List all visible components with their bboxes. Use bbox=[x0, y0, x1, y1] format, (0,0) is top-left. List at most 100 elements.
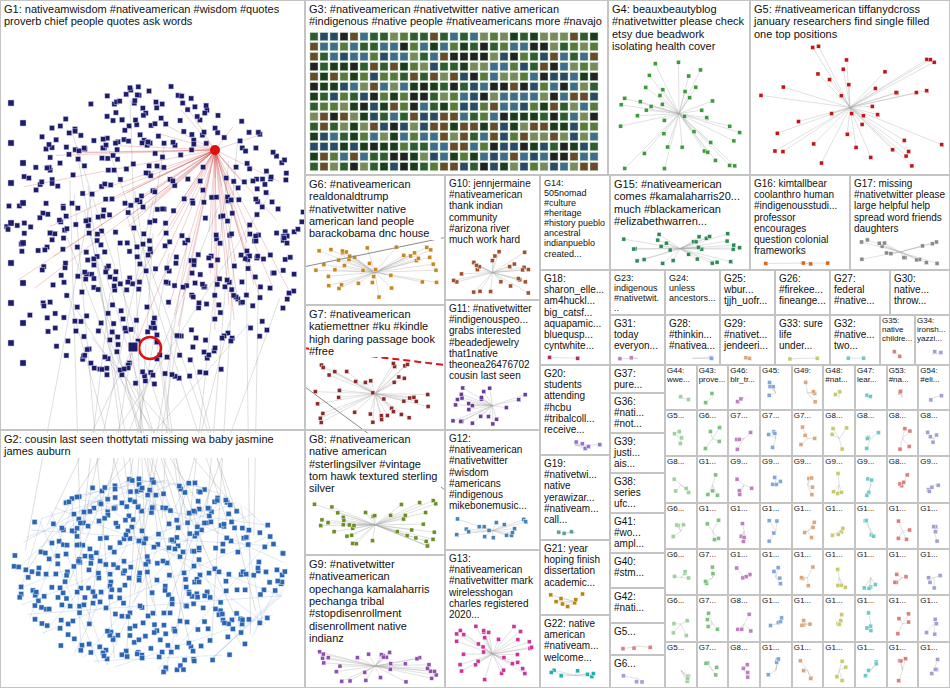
network-vertex bbox=[202, 350, 207, 355]
network-vertex bbox=[127, 626, 132, 631]
network-vertex bbox=[400, 163, 408, 171]
network-vertex bbox=[206, 352, 211, 357]
network-vertex bbox=[246, 528, 251, 533]
network-vertex bbox=[340, 103, 348, 111]
network-vertex bbox=[79, 319, 84, 324]
network-vertex bbox=[136, 504, 141, 509]
network-vertex bbox=[350, 93, 358, 101]
network-vertex bbox=[283, 257, 288, 262]
network-vertex bbox=[390, 43, 398, 51]
network-vertex bbox=[20, 240, 26, 246]
network-vertex bbox=[500, 133, 508, 141]
network-tie bbox=[813, 47, 850, 107]
network-vertex bbox=[160, 559, 165, 564]
network-vertex bbox=[510, 83, 518, 91]
network-vertex bbox=[342, 264, 346, 268]
network-vertex bbox=[390, 103, 398, 111]
network-vertex bbox=[260, 204, 265, 209]
network-tie bbox=[375, 525, 426, 541]
network-vertex bbox=[187, 374, 192, 379]
vertex-cluster bbox=[4, 84, 306, 386]
network-vertex bbox=[326, 521, 330, 525]
network-vertex bbox=[590, 143, 598, 151]
network-vertex bbox=[570, 163, 578, 171]
network-vertex bbox=[257, 620, 262, 625]
network-vertex bbox=[163, 631, 168, 636]
network-vertex bbox=[530, 73, 538, 81]
network-vertex bbox=[77, 610, 82, 615]
network-vertex bbox=[550, 153, 558, 161]
network-vertex bbox=[338, 664, 342, 668]
network-vertex bbox=[282, 235, 287, 240]
network-vertex bbox=[560, 73, 568, 81]
network-tie bbox=[375, 666, 428, 668]
network-vertex bbox=[490, 123, 498, 131]
network-vertex bbox=[371, 391, 375, 395]
network-vertex bbox=[57, 161, 62, 166]
network-vertex bbox=[430, 123, 438, 131]
network-tie bbox=[846, 60, 850, 108]
network-vertex bbox=[246, 266, 251, 271]
network-tie bbox=[178, 93, 215, 150]
network-tie bbox=[26, 192, 271, 572]
vertex-cluster bbox=[318, 650, 438, 684]
network-vertex bbox=[115, 147, 120, 152]
network-vertex bbox=[320, 518, 324, 522]
network-vertex bbox=[182, 570, 187, 575]
network-vertex bbox=[184, 585, 189, 590]
network-vertex bbox=[255, 254, 260, 259]
network-vertex bbox=[172, 546, 177, 551]
network-vertex bbox=[284, 241, 289, 246]
network-vertex bbox=[153, 266, 158, 271]
network-vertex bbox=[391, 361, 395, 365]
network-tie bbox=[24, 150, 215, 187]
network-vertex bbox=[318, 416, 322, 420]
network-tie bbox=[679, 114, 711, 143]
network-vertex bbox=[379, 414, 383, 418]
network-vertex bbox=[153, 151, 158, 156]
network-vertex bbox=[490, 63, 498, 71]
network-vertex bbox=[111, 153, 116, 158]
vertex-grid bbox=[310, 33, 598, 171]
network-vertex bbox=[540, 83, 548, 91]
network-vertex bbox=[590, 83, 598, 91]
network-vertex bbox=[70, 201, 75, 206]
network-vertex bbox=[126, 139, 131, 144]
network-tie bbox=[320, 652, 375, 666]
network-vertex bbox=[267, 580, 272, 585]
network-vertex bbox=[136, 505, 141, 510]
network-vertex bbox=[694, 85, 698, 89]
network-vertex bbox=[124, 287, 129, 292]
network-vertex bbox=[119, 500, 124, 505]
network-vertex bbox=[360, 43, 368, 51]
network-vertex bbox=[700, 108, 704, 112]
network-vertex bbox=[230, 211, 235, 216]
network-vertex bbox=[90, 485, 95, 490]
network-vertex bbox=[240, 300, 245, 305]
network-tie bbox=[679, 114, 715, 161]
network-vertex bbox=[281, 268, 286, 273]
network-tie bbox=[814, 107, 850, 143]
network-vertex bbox=[530, 113, 538, 121]
network-tie bbox=[850, 60, 930, 108]
network-vertex bbox=[43, 550, 48, 555]
network-vertex bbox=[197, 370, 202, 375]
network-vertex bbox=[67, 130, 72, 135]
network-vertex bbox=[431, 262, 435, 266]
network-vertex bbox=[470, 133, 478, 141]
network-vertex bbox=[520, 43, 528, 51]
network-vertex bbox=[102, 249, 107, 254]
network-vertex bbox=[168, 610, 173, 615]
network-vertex bbox=[310, 123, 318, 131]
network-tie bbox=[320, 394, 375, 419]
network-vertex bbox=[99, 156, 104, 161]
network-vertex bbox=[160, 154, 165, 159]
network-vertex bbox=[570, 133, 578, 141]
network-vertex bbox=[688, 96, 692, 100]
network-vertex bbox=[227, 652, 232, 657]
network-vertex bbox=[360, 103, 368, 111]
network-vertex bbox=[20, 360, 26, 366]
network-tie bbox=[23, 481, 134, 543]
network-vertex bbox=[500, 53, 508, 61]
network-vertex bbox=[166, 300, 171, 305]
